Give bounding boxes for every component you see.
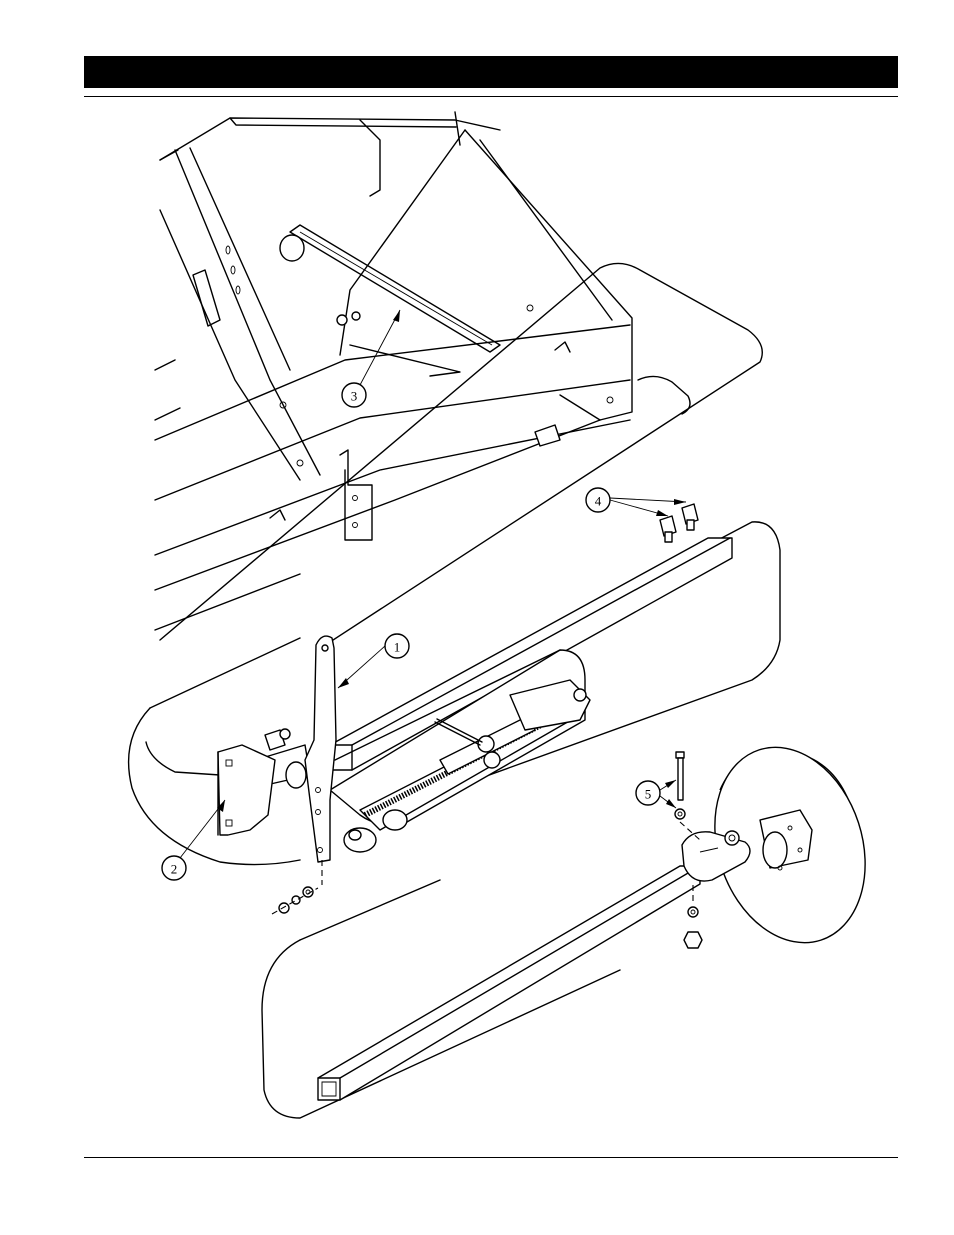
lever-arm xyxy=(305,636,336,862)
svg-text:4: 4 xyxy=(595,494,602,509)
callout-5: 5 xyxy=(636,780,676,808)
callout-2: 2 xyxy=(162,800,225,880)
callout-4: 4 xyxy=(586,488,686,516)
svg-text:3: 3 xyxy=(351,389,358,404)
hardware-nuts-washers xyxy=(272,860,322,914)
hopper-frame xyxy=(155,112,632,630)
bolts-4 xyxy=(660,504,698,542)
svg-text:2: 2 xyxy=(171,862,178,877)
callout-3: 3 xyxy=(342,310,400,407)
svg-text:1: 1 xyxy=(394,640,401,655)
square-tube-lower xyxy=(318,866,700,1100)
callout-1: 1 xyxy=(338,634,409,688)
disc-wheel xyxy=(682,728,889,963)
lower-outline-panel xyxy=(262,880,620,1118)
svg-text:5: 5 xyxy=(645,787,652,802)
